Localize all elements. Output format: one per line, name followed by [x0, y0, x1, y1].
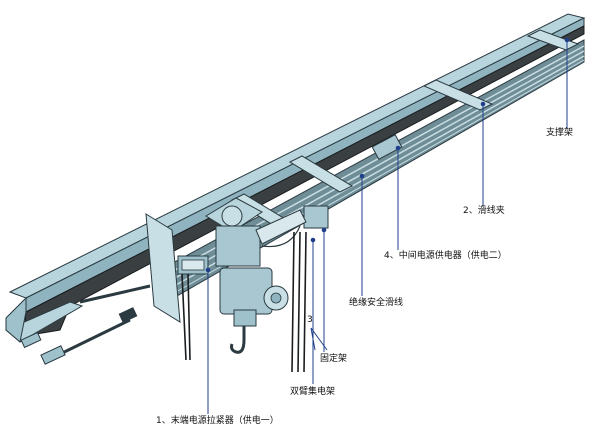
label-slide-clamp: 2、滑线夹 [463, 206, 505, 216]
label-middle-feeder: 4、中间电源供电器（供电二） [384, 251, 507, 261]
label-insulated-rail: 绝缘安全滑线 [349, 298, 404, 308]
i-beam-web [23, 25, 585, 337]
i-beam-end [5, 296, 27, 343]
slide-clamp-block [303, 205, 329, 229]
hanging-cables [181, 231, 307, 373]
label-double-arm-collector: 双臂集电架 [290, 387, 336, 397]
end-bracket [145, 213, 181, 323]
hoist-trolley [205, 197, 289, 354]
hook [230, 326, 246, 354]
support-frame-1 [526, 29, 580, 51]
end-rods [20, 284, 151, 365]
label-fixing-frame: 固定架 [320, 354, 348, 364]
label-number-3: 3 [307, 315, 313, 325]
middle-feeder-box [371, 134, 403, 160]
leader-lines [205, 37, 570, 414]
end-tensioner [177, 255, 209, 275]
support-frame-3 [288, 155, 354, 193]
label-support-frame: 支撑架 [546, 128, 574, 138]
collector-arm [255, 209, 307, 248]
label-end-tensioner: 1、末端电源拉紧器（供电一） [156, 416, 279, 426]
i-beam [5, 13, 586, 343]
support-frame-2 [422, 79, 494, 111]
